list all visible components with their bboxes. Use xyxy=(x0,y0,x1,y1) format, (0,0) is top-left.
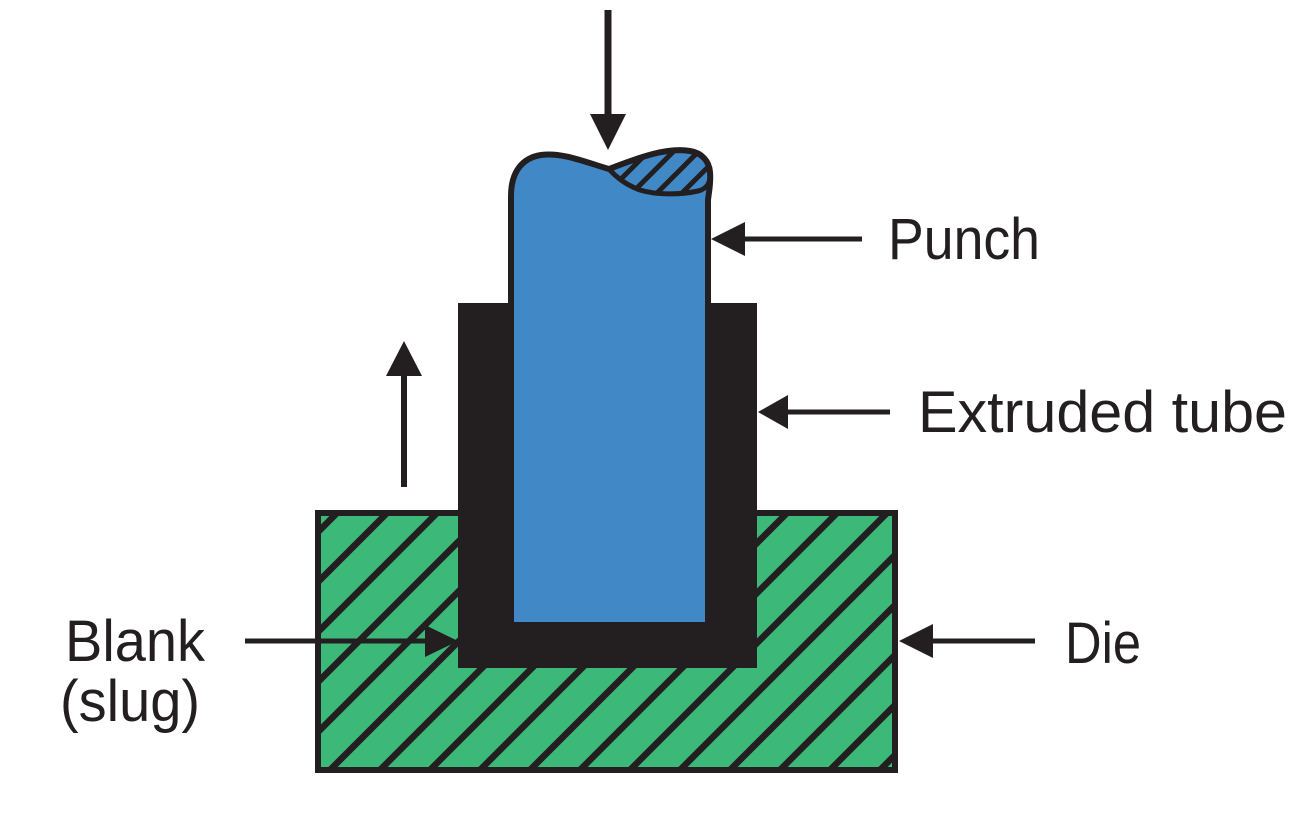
die-callout: Die xyxy=(899,611,1141,676)
extruded-tube-label: Extruded tube xyxy=(918,380,1287,445)
punch-break-section xyxy=(606,147,713,197)
blank-label-line1: Blank xyxy=(65,609,206,674)
extruded-tube-callout: Extruded tube xyxy=(758,380,1287,445)
die-leader-arrow-head xyxy=(899,624,933,658)
punch-force-down-arrow-head xyxy=(590,114,626,150)
punch-force-down-arrow xyxy=(590,10,626,150)
tube-motion-up-arrow xyxy=(386,341,422,487)
punch-shape xyxy=(508,147,714,628)
punch-callout: Punch xyxy=(711,207,1040,272)
punch-leader-arrow-head xyxy=(711,222,745,256)
extruded-tube-leader-arrow-head xyxy=(758,395,788,429)
blank-callout: Blank (slug) xyxy=(60,609,458,734)
die-label: Die xyxy=(1065,611,1141,676)
punch-label: Punch xyxy=(888,207,1040,272)
blank-label-line2: (slug) xyxy=(60,669,200,734)
blank-leader-arrow-head xyxy=(425,625,458,657)
tube-motion-up-arrow-head xyxy=(386,341,422,376)
